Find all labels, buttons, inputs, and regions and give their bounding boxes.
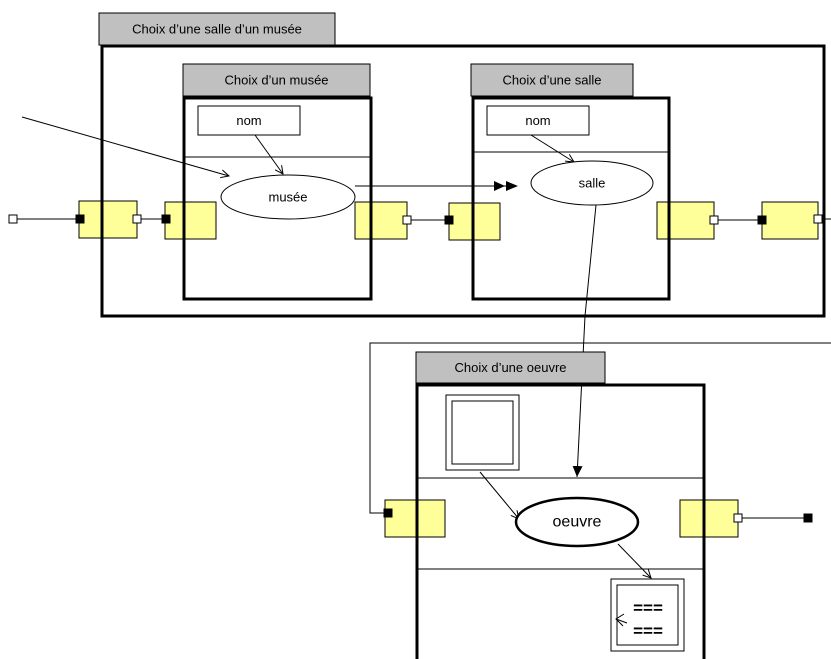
musee-panel-title: Choix d’un musée (224, 73, 328, 88)
output-port-connector (733, 513, 743, 523)
outer-panel-title: Choix d’une salle d’un musée (132, 22, 302, 37)
output-port-connector (813, 214, 823, 224)
output-port-connector (402, 215, 412, 225)
input-port-connector (75, 214, 85, 224)
list-pointer-arrow (615, 613, 628, 627)
salle-node (530, 160, 654, 206)
input-port-connector (161, 214, 171, 224)
oeuvre-input-port (384, 499, 446, 538)
list-line: === (633, 622, 663, 641)
output-port-connector (709, 215, 719, 225)
oeuvre-panel-title: Choix d’une oeuvre (454, 360, 566, 375)
oeuvre-panel-tab (415, 351, 606, 384)
outer-input-port (78, 200, 138, 239)
musee-output-port (354, 201, 408, 240)
image-frame-outer (445, 394, 520, 471)
input-port-connector (803, 513, 813, 523)
image-to-oeuvre-arrow (479, 471, 519, 519)
salle-nom-field (486, 105, 590, 136)
oeuvre-output-port (679, 499, 739, 538)
double-arrowhead-first (494, 181, 505, 191)
image-frame-inner (451, 400, 514, 465)
list-line: === (633, 599, 663, 618)
double-arrowhead-second (506, 181, 518, 191)
input-port-connector (757, 215, 767, 225)
input-port-connector (444, 215, 454, 225)
musee-panel-frame (182, 96, 373, 301)
oeuvre-node (514, 496, 640, 548)
musee-node (220, 174, 356, 220)
musee-input-port (164, 201, 217, 240)
salle-panel-title: Choix d’une salle (502, 73, 601, 88)
salle-panel-tab (470, 63, 634, 97)
output-port-connector (132, 214, 142, 224)
list-frame-icon: === === (610, 578, 685, 652)
top-connectors (8, 116, 831, 225)
salle-panel: Choix d’une salle nom salle (470, 63, 671, 301)
salle-node-label: salle (579, 176, 606, 191)
lower-connectors (369, 204, 831, 523)
salle-nom-arrow (530, 134, 574, 162)
list-frame-outer (610, 578, 685, 652)
feedback-wire (369, 342, 831, 514)
outer-output-port (761, 201, 819, 240)
musee-nom-arrow (254, 134, 283, 174)
oeuvre-panel: Choix d’une oeuvre oeuvre === === (415, 351, 706, 659)
output-port-connector (8, 214, 18, 224)
input-port-connector (383, 508, 393, 518)
musee-nom-label: nom (236, 113, 261, 128)
entry-arrow (21, 116, 229, 176)
musee-node-label: musée (268, 190, 307, 205)
salle-to-oeuvre-arrow (572, 204, 597, 478)
image-frame-icon (445, 394, 520, 471)
musee-nom-field (197, 105, 301, 136)
salle-nom-label: nom (525, 113, 550, 128)
salle-output-port (656, 201, 715, 240)
oeuvre-node-label: oeuvre (553, 514, 602, 531)
salle-panel-frame (471, 96, 671, 301)
musee-panel-tab (182, 63, 371, 97)
oeuvre-panel-frame (415, 383, 706, 659)
outer-panel-frame (100, 44, 826, 318)
ports (78, 200, 819, 538)
outer-panel: Choix d’une salle d’un musée (98, 12, 826, 318)
musee-panel: Choix d’un musée nom musée (182, 63, 373, 301)
oeuvre-to-list-arrow (617, 543, 651, 578)
list-frame-inner (616, 584, 679, 646)
